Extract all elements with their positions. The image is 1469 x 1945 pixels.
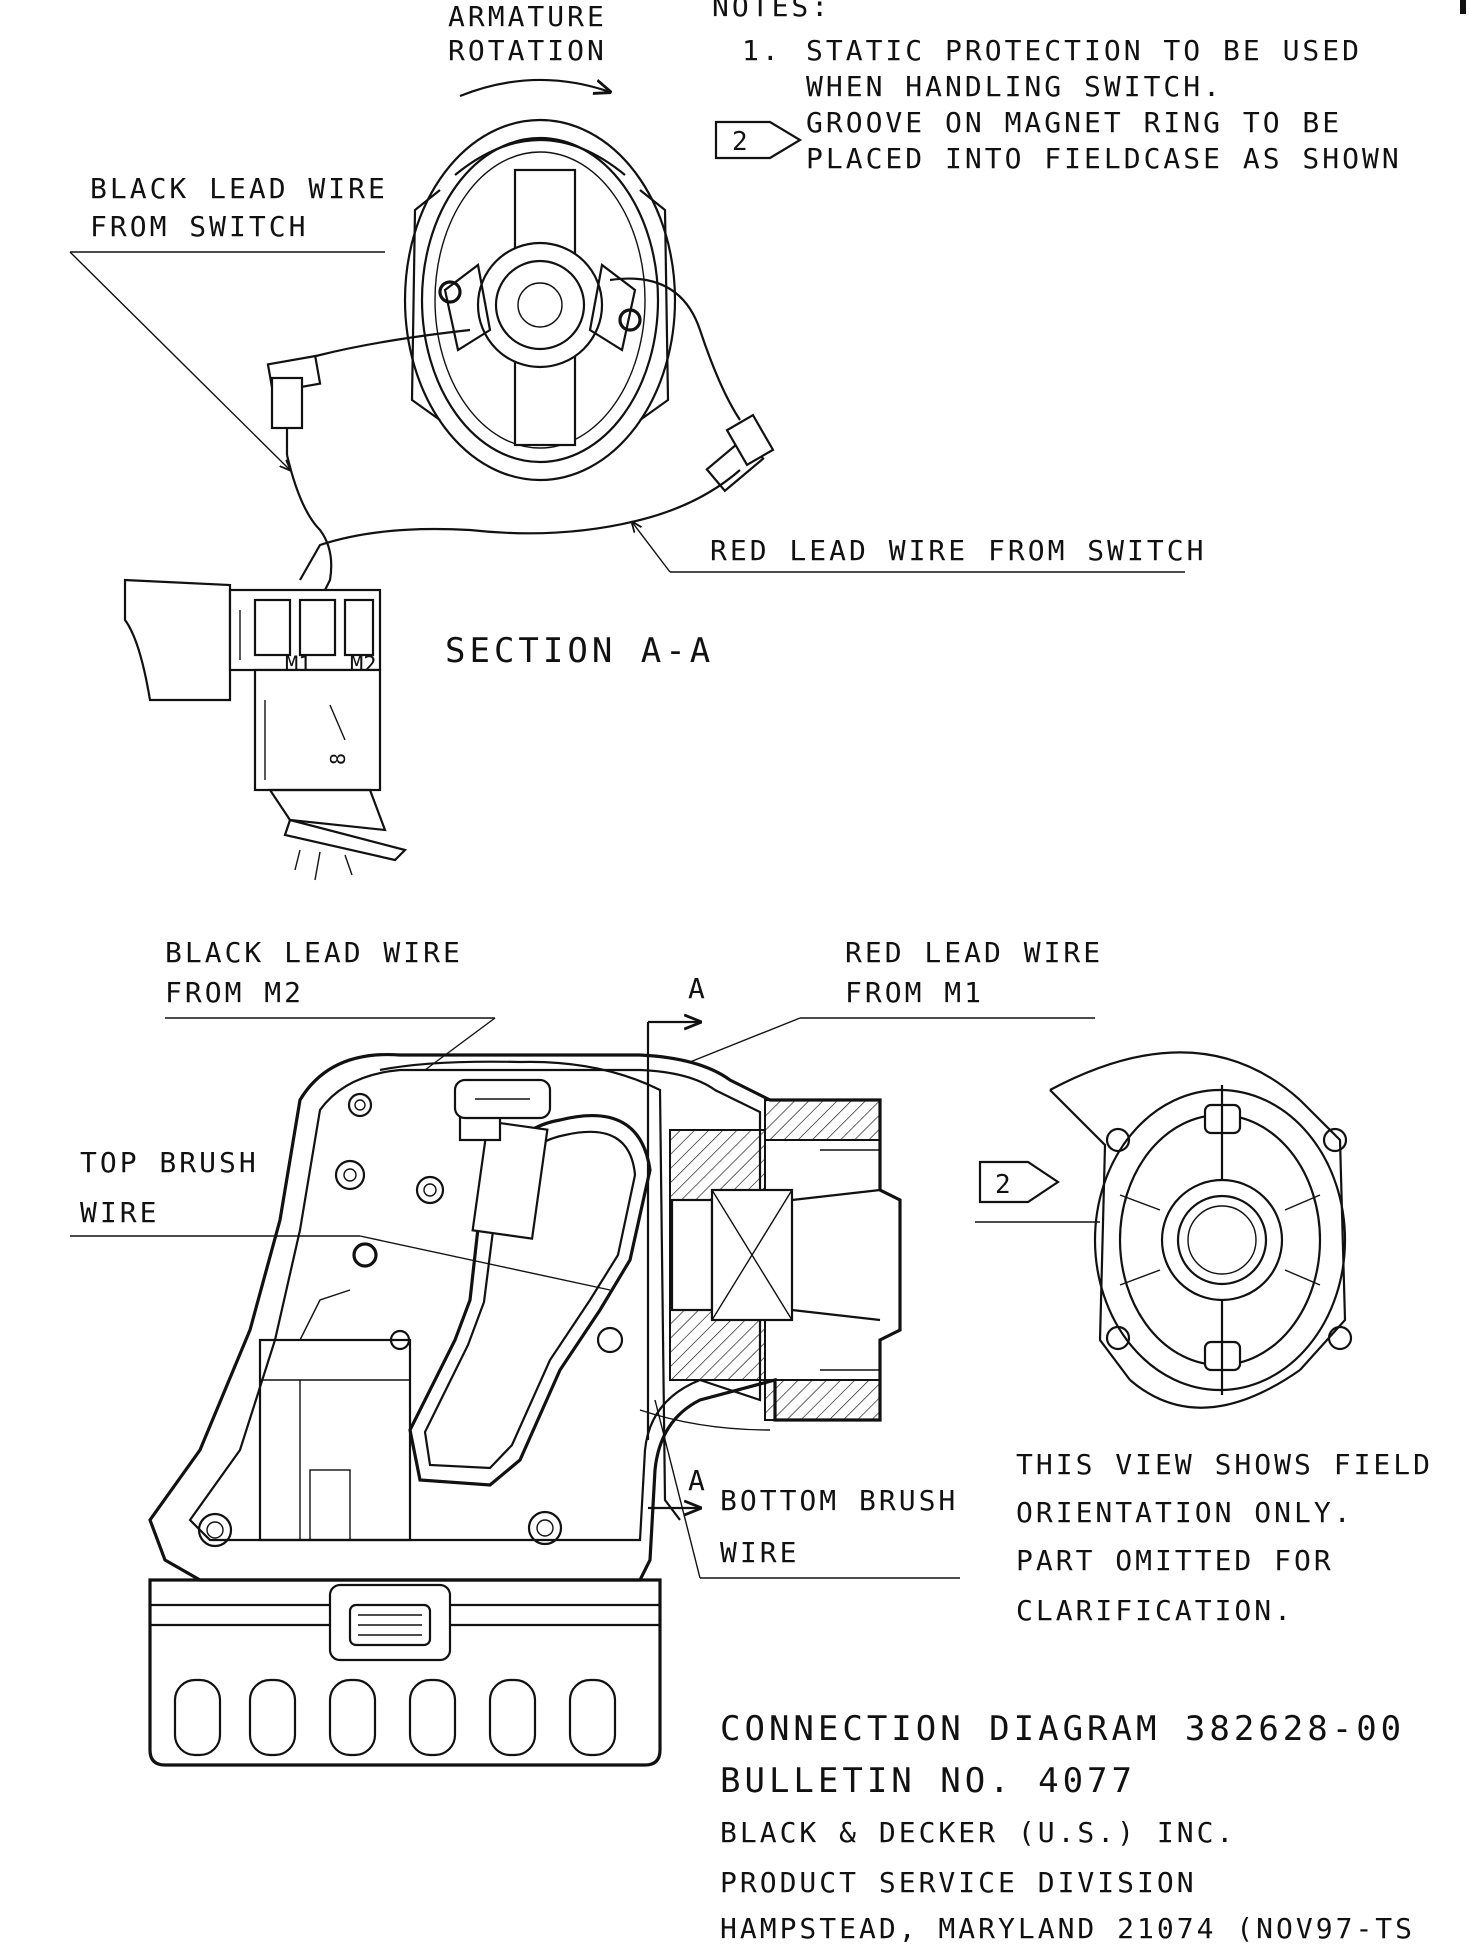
screw-icon	[415, 1175, 445, 1205]
screw-icon	[334, 1159, 366, 1191]
company-name: BLACK & DECKER (U.S.) INC.	[720, 1816, 1236, 1849]
section-a-a-title: SECTION A-A	[445, 631, 714, 671]
screw-icon	[596, 1326, 624, 1354]
tool-housing	[148, 1052, 902, 1582]
black-lead-from-switch-callout: BLACK LEAD WIRE FROM SWITCH	[69, 172, 388, 470]
screw-icon	[1105, 1127, 1131, 1153]
notes-heading: NOTES:	[712, 0, 831, 23]
section-mark-a-top: A	[688, 972, 708, 1005]
field-orientation-view: 2	[975, 1051, 1353, 1409]
motor-end-view	[266, 118, 775, 493]
black-lead-wire	[285, 454, 333, 601]
bottom-brush-wire-line-1: BOTTOM BRUSH	[720, 1484, 958, 1517]
red-lead-from-switch-callout: RED LEAD WIRE FROM SWITCH	[632, 522, 1206, 573]
top-brush-wire-line-1: TOP BRUSH	[80, 1146, 259, 1179]
note-1-line-2: WHEN HANDLING SWITCH.	[806, 70, 1223, 103]
screw-icon	[1327, 1325, 1353, 1351]
switch-section: M1 M2 8	[123, 578, 408, 881]
armature-label-line-1: ARMATURE	[448, 0, 607, 33]
red-lead-from-m1-line-1: RED LEAD WIRE	[845, 936, 1103, 969]
screw-icon	[347, 1092, 373, 1118]
field-view-caption-line-1: THIS VIEW SHOWS FIELD	[1016, 1448, 1433, 1481]
bottom-brush-wire-line-2: WIRE	[720, 1536, 799, 1569]
address-line: HAMPSTEAD, MARYLAND 21074 (NOV97-TS	[720, 1912, 1415, 1945]
screw-icon	[197, 1512, 233, 1548]
screw-icon	[1105, 1325, 1131, 1351]
bulletin-number: BULLETIN NO. 4077	[720, 1761, 1136, 1801]
field-view-caption-line-3: PART OMITTED FOR	[1016, 1544, 1334, 1577]
svg-text:2: 2	[732, 127, 748, 157]
page-edge-mark	[1460, 0, 1466, 14]
field-view-caption-line-4: CLARIFICATION.	[1016, 1594, 1294, 1627]
switch-part-mark: 8	[326, 753, 350, 765]
field-view-caption-line-2: ORIENTATION ONLY.	[1016, 1496, 1354, 1529]
main-callouts: BLACK LEAD WIRE FROM M2 RED LEAD WIRE FR…	[70, 936, 1103, 1579]
screw-icon	[1322, 1127, 1348, 1153]
field-view-caption: THIS VIEW SHOWS FIELD ORIENTATION ONLY. …	[1016, 1448, 1433, 1627]
section-mark-a-bottom: A	[688, 1464, 708, 1497]
armature-label-line-2: ROTATION	[448, 34, 607, 67]
red-lead-wire	[299, 469, 741, 581]
armature-rotation-label: ARMATURE ROTATION	[448, 0, 610, 98]
black-lead-from-switch-line-1: BLACK LEAD WIRE	[90, 172, 388, 205]
battery-latch	[328, 1583, 452, 1662]
title-block: CONNECTION DIAGRAM 382628-00 BULLETIN NO…	[720, 1709, 1415, 1945]
notes-block: NOTES: 1. STATIC PROTECTION TO BE USED W…	[712, 0, 1402, 175]
note-1-number: 1.	[742, 34, 782, 67]
screw-icon	[352, 1242, 378, 1268]
black-lead-from-m2-line-2: FROM M2	[165, 976, 304, 1009]
screw-icon	[527, 1510, 563, 1546]
black-lead-from-m2-line-1: BLACK LEAD WIRE	[165, 936, 463, 969]
note-2-line-1: GROOVE ON MAGNET RING TO BE	[806, 106, 1342, 139]
svg-text:2: 2	[995, 1170, 1011, 1200]
battery-pack	[148, 1578, 662, 1767]
note-2-marker: 2	[714, 120, 803, 160]
red-lead-from-m1-line-2: FROM M1	[845, 976, 984, 1009]
top-brush-wire-line-2: WIRE	[80, 1196, 159, 1229]
black-lead-from-switch-line-2: FROM SWITCH	[90, 210, 308, 243]
division-name: PRODUCT SERVICE DIVISION	[720, 1866, 1197, 1899]
field-view-marker: 2	[978, 1160, 1060, 1204]
rotation-arrow-icon	[459, 78, 610, 98]
note-2-line-2: PLACED INTO FIELDCASE AS SHOWN	[806, 142, 1402, 175]
red-lead-from-switch-label: RED LEAD WIRE FROM SWITCH	[710, 534, 1206, 567]
note-1-line-1: STATIC PROTECTION TO BE USED	[806, 34, 1362, 67]
diagram-title: CONNECTION DIAGRAM 382628-00	[720, 1709, 1405, 1749]
